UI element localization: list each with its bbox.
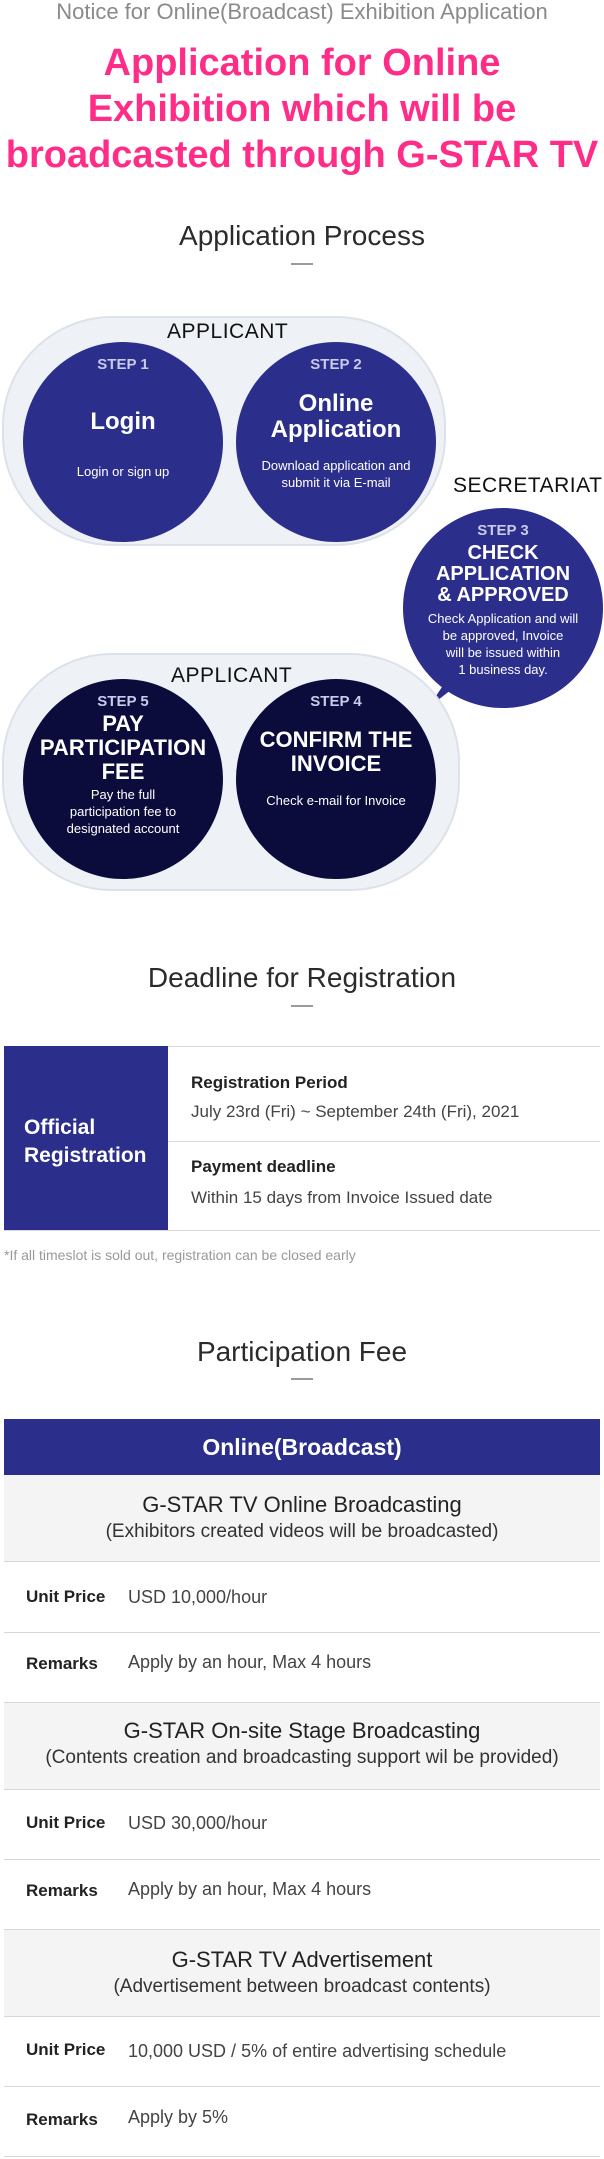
step-5-title-line-3: FEE [101,759,145,784]
step-5-desc-line-3: designated account [66,821,180,836]
role-secretariat: SECRETARIAT [453,474,603,497]
headline-line-2: Exhibition which will be [87,88,517,130]
deadline-title: Deadline for Registration [147,962,457,993]
step-1-title: Login [90,408,156,435]
step-3-title-line-2: APPLICATION [435,563,571,585]
step-2-desc-line-1: Download application and [261,458,411,473]
step-4-title-line-1: CONFIRM THE [259,727,413,752]
fee-category-2-title: G-STAR On-site Stage Broadcasting [123,1718,481,1743]
registration-period-label: Registration Period [191,1073,348,1092]
step-5-title-line-2: PARTICIPATION [39,735,207,760]
fee-table-header: Online(Broadcast) [4,1419,600,1475]
row-divider [4,1561,600,1562]
official-label-line-1: Official [24,1116,96,1139]
step-2-title-line-2: Application [270,416,402,443]
remarks-label: Remarks [26,1654,98,1673]
notice-subtitle: Notice for Online(Broadcast) Exhibition … [56,0,548,24]
fee-category-1: G-STAR TV Online Broadcasting (Exhibitor… [4,1475,600,1561]
step-3-number: STEP 3 [477,522,529,539]
step-2-desc: Download application and submit it via E… [236,457,436,491]
step-2-circle: STEP 2 Online Application Download appli… [236,342,436,542]
step-4-circle: STEP 4 CONFIRM THE INVOICE Check e-mail … [236,679,436,879]
row-divider [168,1141,600,1142]
step-2-title-line-1: Online [298,390,374,417]
fee-category-3-subtitle: (Advertisement between broadcast content… [113,1976,491,1997]
row-divider [4,1702,600,1703]
unit-price-value: USD 30,000/hour [128,1813,268,1833]
row-divider [4,1789,600,1790]
step-5-title: PAY PARTICIPATION FEE [23,712,223,784]
row-divider [4,2086,600,2087]
row-divider [4,1632,600,1633]
fee-category-1-subtitle: (Exhibitors created videos will be broad… [105,1521,499,1542]
step-1-number: STEP 1 [97,356,149,373]
fee-category-3: G-STAR TV Advertisement (Advertisement b… [4,1930,600,2016]
payment-deadline-label: Payment deadline [191,1157,336,1176]
step-5-title-line-1: PAY [102,711,144,736]
step-2-desc-line-2: submit it via E-mail [281,475,391,490]
step-4-title: CONFIRM THE INVOICE [236,728,436,776]
step-3-desc-line-2: be approved, Invoice [442,628,564,643]
step-3-title-line-1: CHECK [467,542,539,564]
step-5-desc: Pay the full participation fee to design… [23,786,223,837]
row-divider [4,2156,600,2157]
payment-deadline-value: Within 15 days from Invoice Issued date [191,1188,493,1207]
registration-period-value: July 23rd (Fri) ~ September 24th (Fri), … [191,1102,520,1121]
step-3-desc-line-4: 1 business day. [458,662,548,677]
title-divider [291,1005,313,1007]
unit-price-label: Unit Price [26,2040,106,2059]
step-2-title: Online Application [236,391,436,443]
headline-line-1: Application for Online [103,42,501,84]
remarks-label: Remarks [26,2110,98,2129]
step-1-circle: STEP 1 Login Login or sign up [23,342,223,542]
page-headline: Application for Online Exhibition which … [0,40,604,178]
title-divider [291,263,313,265]
fee-category-3-title: G-STAR TV Advertisement [171,1947,433,1972]
step-3-desc: Check Application and will be approved, … [403,610,603,678]
step-5-number: STEP 5 [97,693,149,710]
remarks-value: Apply by an hour, Max 4 hours [128,1652,372,1672]
deadline-note: *If all timeslot is sold out, registrati… [4,1247,356,1263]
unit-price-label: Unit Price [26,1813,106,1832]
row-divider [4,2016,600,2017]
title-divider [291,1378,313,1380]
fee-category-2-subtitle: (Contents creation and broadcasting supp… [45,1747,559,1768]
step-3-desc-line-3: will be issued within [445,645,561,660]
official-label-line-2: Registration [24,1144,147,1167]
step-5-desc-line-2: participation fee to [69,804,177,819]
step-4-desc: Check e-mail for Invoice [266,793,406,808]
step-3-circle: STEP 3 CHECK APPLICATION & APPROVED Chec… [403,508,603,708]
step-5-circle: STEP 5 PAY PARTICIPATION FEE Pay the ful… [23,679,223,879]
fee-category-2: G-STAR On-site Stage Broadcasting (Conte… [4,1703,600,1789]
row-divider [4,1859,600,1860]
role-applicant-bottom: APPLICANT [171,664,293,687]
fee-title: Participation Fee [196,1336,408,1367]
remarks-value: Apply by 5% [128,2107,229,2127]
deadline-bottom-border [4,1230,600,1231]
unit-price-label: Unit Price [26,1587,106,1606]
step-3-desc-line-1: Check Application and will [427,611,579,626]
unit-price-value: 10,000 USD / 5% of entire advertising sc… [128,2041,507,2061]
remarks-label: Remarks [26,1881,98,1900]
headline-line-3: broadcasted through G-STAR TV [5,134,599,176]
step-1-desc: Login or sign up [76,464,170,479]
step-4-number: STEP 4 [310,693,362,710]
remarks-value: Apply by an hour, Max 4 hours [128,1879,372,1899]
step-3-title: CHECK APPLICATION & APPROVED [403,543,603,606]
step-2-number: STEP 2 [310,356,362,373]
step-3-title-line-3: & APPROVED [437,584,569,606]
role-applicant-top: APPLICANT [167,320,289,343]
step-5-desc-line-1: Pay the full [90,787,156,802]
fee-category-1-title: G-STAR TV Online Broadcasting [142,1492,462,1517]
step-4-title-line-2: INVOICE [290,751,382,776]
unit-price-value: USD 10,000/hour [128,1587,268,1607]
official-registration-label: Official Registration [4,1046,168,1230]
process-title: Application Process [179,220,425,251]
deadline-top-border [4,1046,600,1047]
row-divider [4,1929,600,1930]
